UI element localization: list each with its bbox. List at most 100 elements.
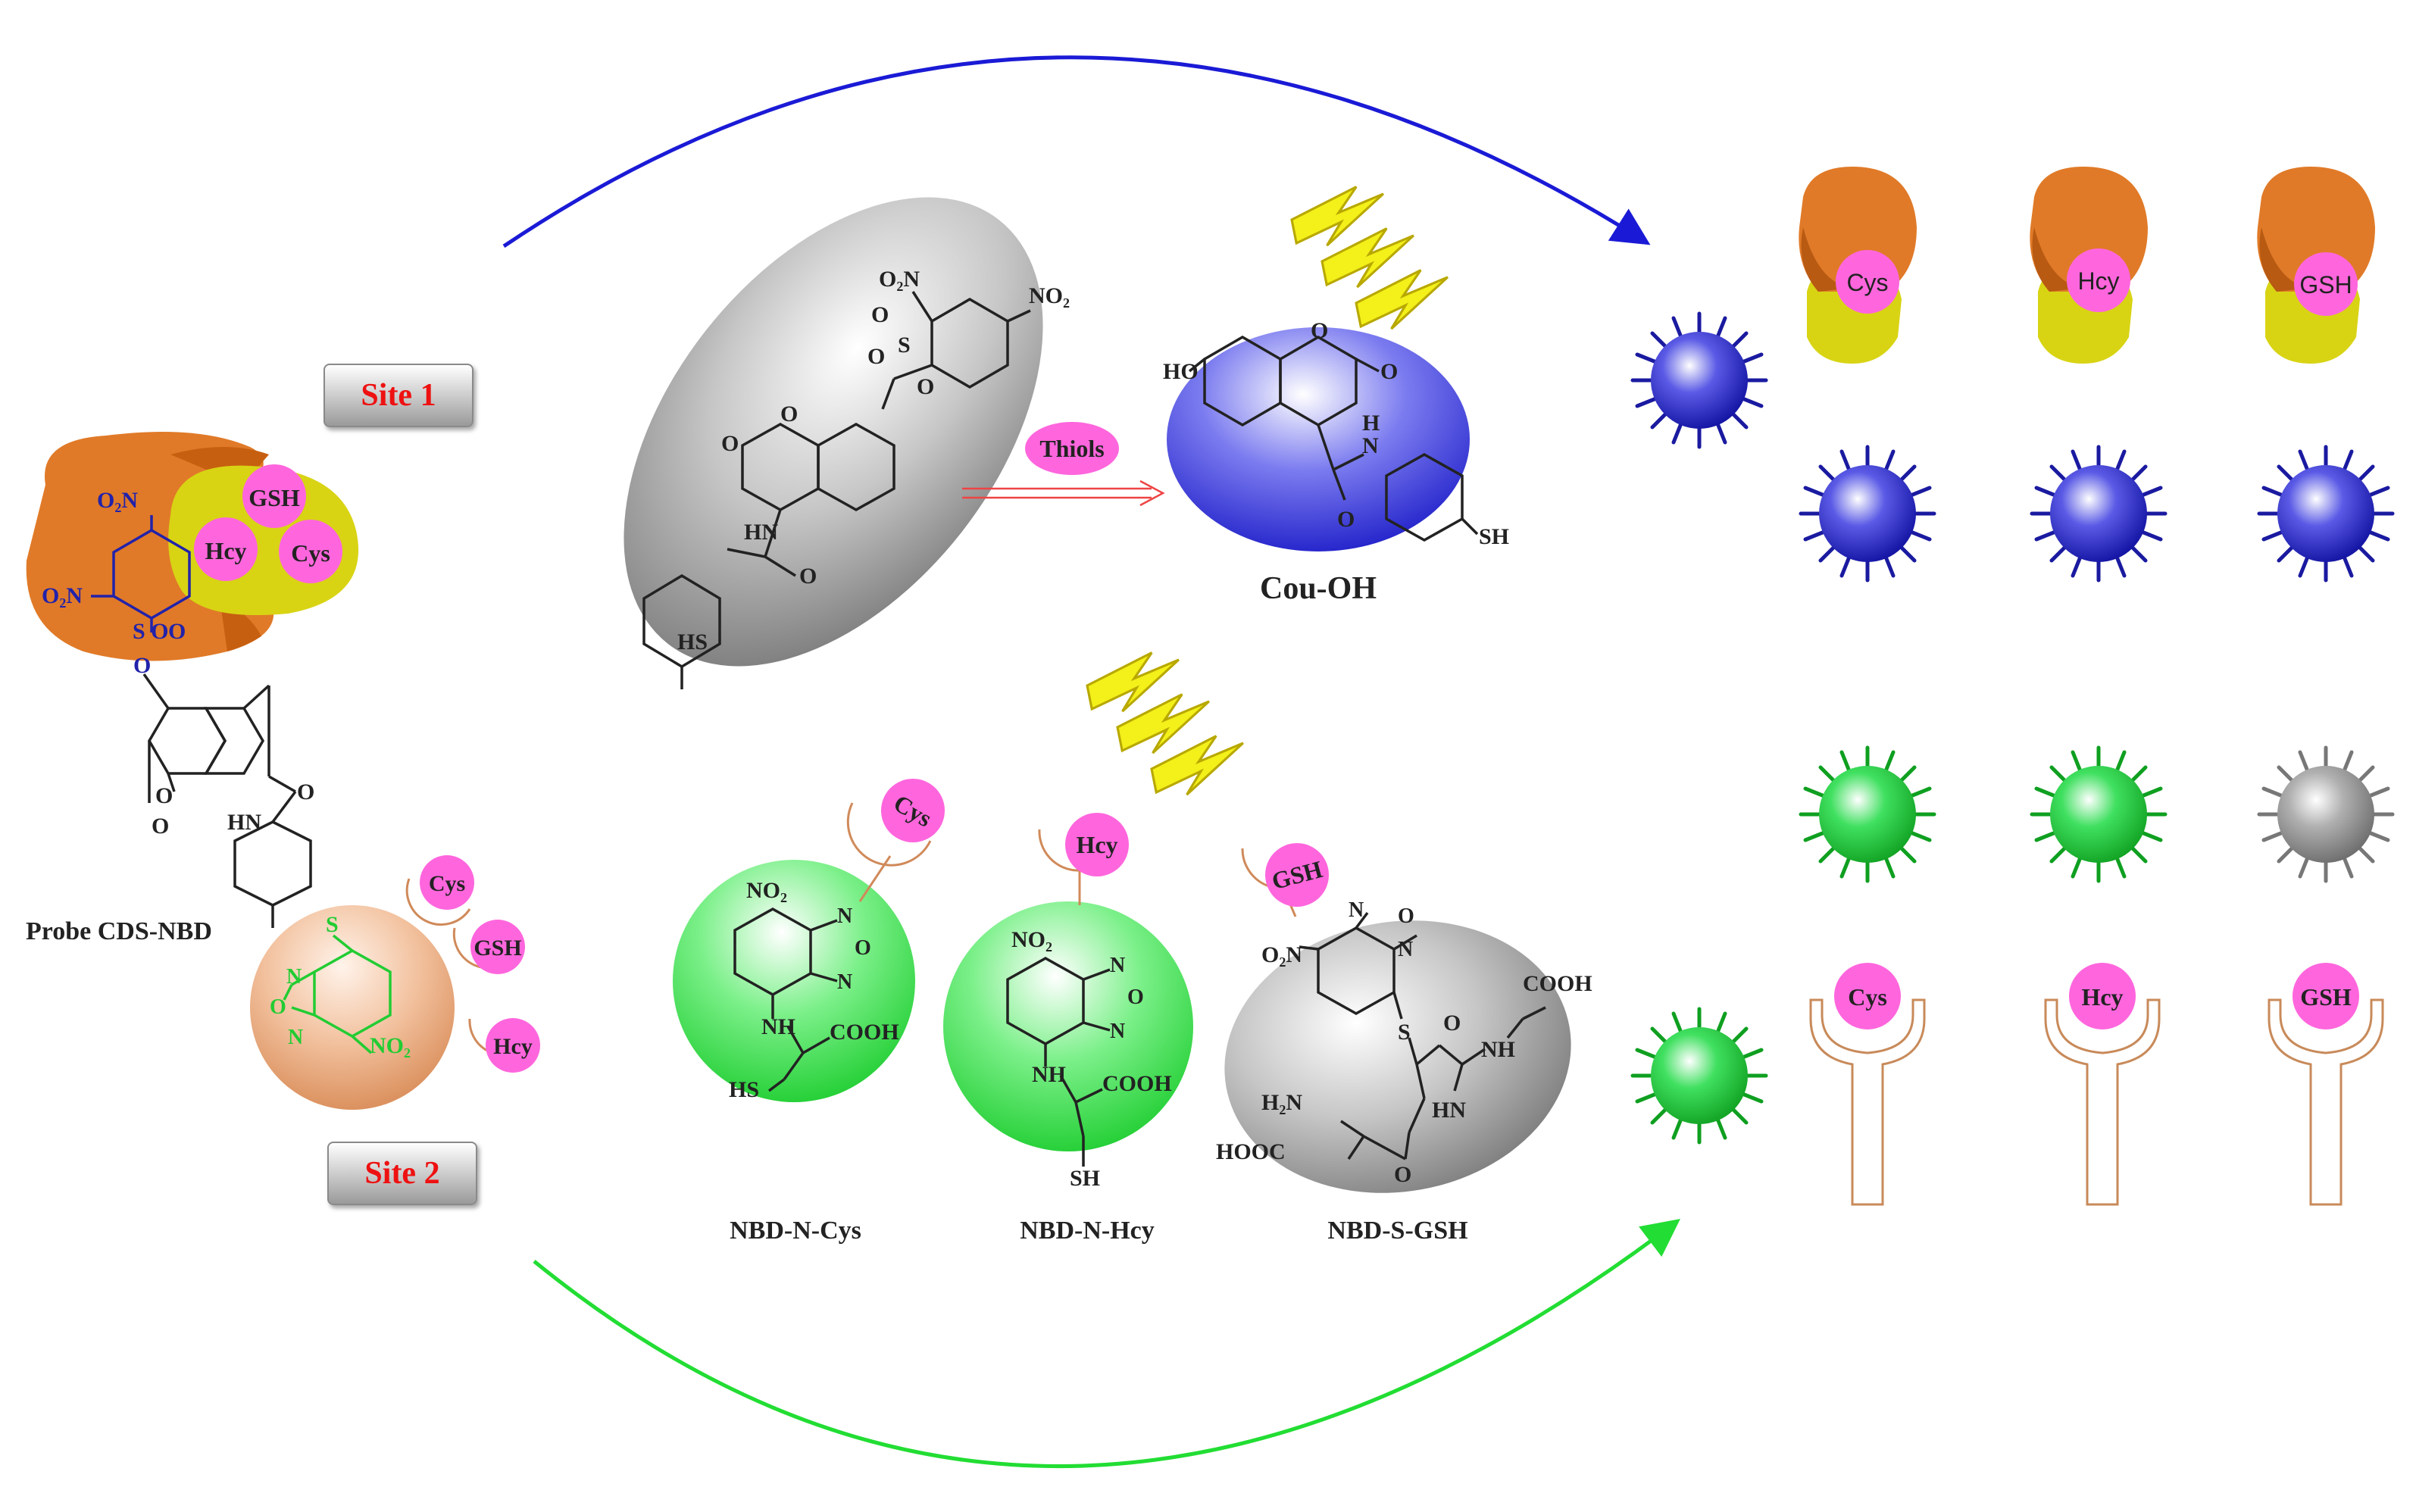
site2-gsh-label: GSH (474, 936, 521, 961)
gray-amide-o: O (799, 564, 817, 589)
nbd-gsh-hn: HN (1432, 1098, 1466, 1123)
site2-cys-label: Cys (429, 871, 465, 896)
gsh-pod-label: GSH (2299, 271, 2352, 298)
gray-ring-o: O (780, 401, 798, 426)
nbd-gsh-n2: N (1398, 938, 1413, 961)
nbd-hcy-thiol (1065, 813, 1129, 876)
blue-reaction-arrow (502, 55, 1651, 248)
probe-cys-label: Cys (291, 539, 330, 567)
nbd-cys-n2: N (837, 970, 852, 994)
gray-hn: HN (744, 520, 778, 545)
nbd-cys-cup (846, 802, 932, 867)
probe-hcy-label: Hcy (205, 537, 246, 564)
nbd-cys-n1: N (837, 904, 852, 928)
probe-sulfonyl: S O (133, 619, 169, 644)
probe-amide-o: O (297, 779, 314, 804)
couoh-ring-o: O (1311, 318, 1328, 343)
gray-o2: O (917, 374, 934, 399)
probe-cys-thiol (279, 520, 342, 583)
probe-nbd-structure (283, 934, 392, 1054)
site-1-badge: Site 1 (323, 364, 474, 427)
virus-icon (2032, 748, 2165, 881)
nbd-gsh-o: O (1398, 904, 1414, 928)
nbd-cys-o: O (855, 936, 871, 960)
probe-s: S (326, 912, 339, 937)
hcy-pod-thiol (2067, 248, 2130, 312)
nbd-hcy-n2: N (1110, 1020, 1125, 1043)
nbd-gsh-name: NBD-S-GSH (1327, 1217, 1467, 1245)
couoh-structure (1188, 335, 1479, 542)
virus-icon (2259, 447, 2393, 580)
couoh-carbonyl-o: O (1380, 359, 1398, 384)
receptor-icon (2044, 998, 2161, 1206)
virus-icon (2259, 748, 2393, 881)
receptor-icon (2268, 998, 2384, 1206)
couoh-blue-ellipse (1167, 327, 1470, 551)
receptor-icon (1809, 998, 1926, 1206)
gsh-pod-thiol (2294, 252, 2358, 316)
nbd-hcy-nh: NH (1032, 1062, 1066, 1087)
thiols-reagent-label: Thiols (1039, 435, 1104, 462)
nbd-gsh-thiol (1265, 843, 1329, 907)
nbd-cys-green-sphere (673, 860, 915, 1102)
virus-icon (1633, 314, 1766, 447)
lightning-bolt-icon (1086, 651, 1245, 796)
nbd-cys-no2: NO₂ (746, 878, 787, 903)
site2-hcy-thiol (486, 1018, 540, 1073)
nbd-hcy-structure (1006, 956, 1111, 1167)
couoh-n: N (1362, 433, 1379, 458)
nbd-cys-hs: HS (729, 1077, 759, 1102)
nbd-cys-thiol (881, 779, 945, 842)
receptor-hcy-label: Hcy (2081, 983, 2123, 1011)
lightning-bolt-icon (1290, 186, 1449, 330)
nbd-gsh-n1: N (1349, 898, 1364, 922)
receptor-gsh-label: GSH (2300, 983, 2352, 1011)
gray-s: S (898, 333, 911, 358)
probe-name: Probe CDS-NBD (26, 917, 212, 945)
nbd-hcy-green-sphere (943, 901, 1193, 1151)
nbd-hcy-thiol-label: Hcy (1076, 831, 1117, 858)
probe-link-o: O (133, 653, 151, 678)
nbd-cys-nh: NH (761, 1014, 795, 1039)
nbd-gsh-gray-ellipse (1224, 920, 1571, 1193)
couoh-name: Cou-OH (1260, 571, 1377, 606)
virus-icon (2032, 447, 2165, 580)
gray-carbonyl-o: O (721, 431, 739, 456)
nbd-gsh-o-b: O (1394, 1162, 1411, 1187)
nbd-cys-name: NBD-N-Cys (730, 1217, 861, 1245)
receptor-cys-thiol (1834, 963, 1901, 1029)
probe-o2n-top: O₂N (97, 488, 138, 513)
nbd-gsh-nh: NH (1481, 1037, 1515, 1062)
probe-nbd-n1: N (286, 965, 302, 989)
virus-icon (1801, 447, 1934, 580)
couoh-amide-o: O (1337, 507, 1355, 532)
nbd-cys-cooh: COOH (830, 1020, 899, 1045)
nbd-hcy-name: NBD-N-Hcy (1020, 1217, 1155, 1245)
site-2-badge: Site 2 (327, 1142, 477, 1205)
nbd-hcy-o: O (1127, 986, 1144, 1009)
gray-o1: O (871, 302, 889, 327)
probe-o2n-mid: O₂N (42, 583, 83, 608)
nbd-cys-stem (858, 855, 892, 902)
receptor-cys-label: Cys (1848, 983, 1887, 1011)
cys-pod-thiol (1836, 250, 1899, 314)
receptor-hcy-thiol (2069, 963, 2136, 1029)
probe-nbd-o: O (270, 995, 286, 1019)
site2-hcy-label: Hcy (493, 1034, 533, 1059)
nbd-hcy-cooh: COOH (1102, 1071, 1172, 1096)
nbd-hcy-no2: NO₂ (1011, 927, 1052, 952)
probe-hn: HN (227, 810, 261, 835)
probe-nbd-no2: NO₂ (370, 1033, 411, 1058)
cys-pod-label: Cys (1846, 269, 1888, 296)
thiols-reagent-badge (1025, 422, 1119, 475)
couoh-h: H (1362, 411, 1380, 436)
probe-gsh-label: GSH (248, 484, 300, 511)
site2-cys-thiol (420, 855, 474, 910)
nbd-gsh-o2n: O₂N (1261, 942, 1302, 967)
nbd-gsh-o-a: O (1443, 1011, 1461, 1036)
nbd-hcy-n1: N (1110, 954, 1125, 977)
probe-nbd-n2: N (288, 1026, 303, 1049)
probe-gsh-thiol (242, 464, 306, 528)
probe-coumarin-core (142, 673, 312, 928)
